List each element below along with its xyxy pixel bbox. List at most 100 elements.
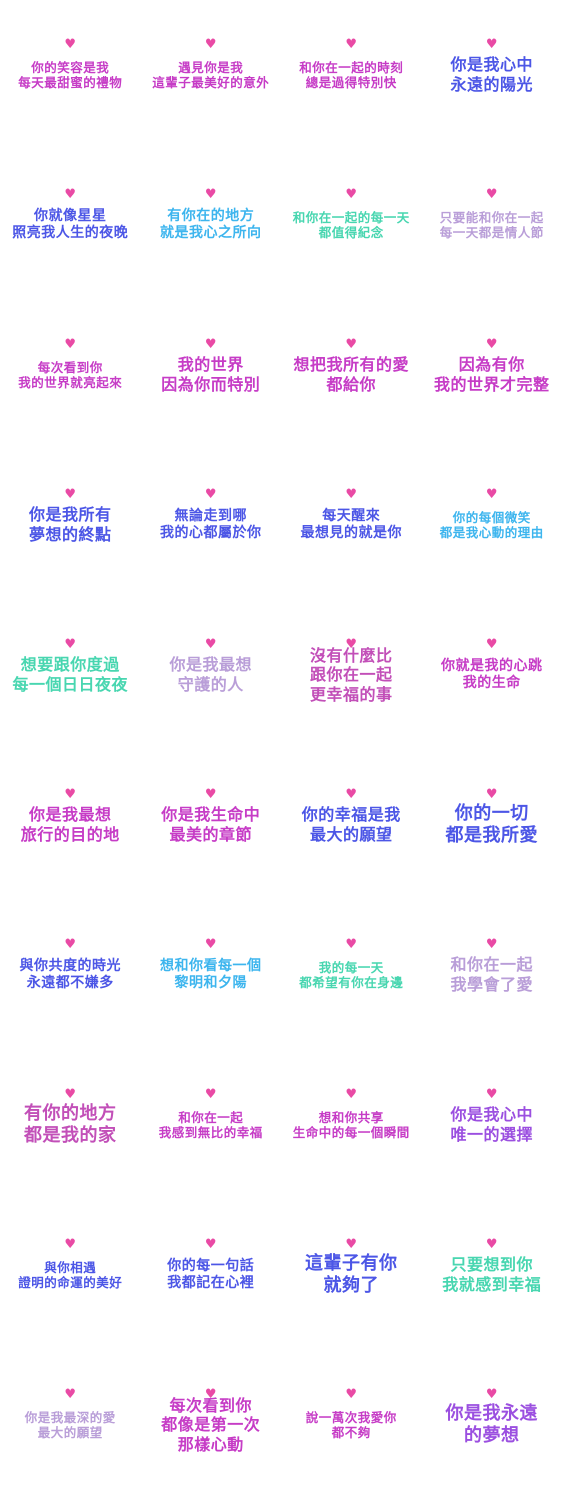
- heart-icon: ♥: [485, 37, 498, 52]
- sticker-tile[interactable]: ♥和你在一起我學會了愛: [422, 900, 562, 1050]
- heart-icon: ♥: [345, 487, 358, 502]
- sticker-text-line: 想和你共享: [318, 1109, 384, 1125]
- sticker-text-line: 夢想的終點: [28, 525, 112, 544]
- sticker-tile[interactable]: ♥每次看到你我的世界就亮起來: [0, 300, 141, 450]
- heart-icon: ♥: [485, 937, 498, 952]
- heart-icon: ♥: [485, 1087, 498, 1102]
- sticker-text-line: 只要想到你: [450, 1255, 533, 1275]
- sticker-tile[interactable]: ♥我的每一天都希望有你在身邊: [281, 900, 422, 1050]
- heart-icon: ♥: [485, 487, 498, 502]
- sticker-tile[interactable]: ♥有你的地方都是我的家: [0, 1050, 141, 1200]
- sticker-tile[interactable]: ♥想和你看每一個黎明和夕陽: [141, 900, 282, 1050]
- heart-icon: ♥: [485, 337, 498, 352]
- sticker-tile[interactable]: ♥你就是我的心跳我的生命: [422, 600, 562, 750]
- sticker-tile[interactable]: ♥ 因為有你我的世界才完整: [422, 300, 562, 450]
- sticker-text-line: 旅行的目的地: [20, 825, 120, 844]
- sticker-tile[interactable]: ♥想和你共享生命中的每一個瞬間: [281, 1050, 422, 1200]
- sticker-text-line: 都值得紀念: [318, 225, 384, 240]
- sticker-tile[interactable]: ♥想把我所有的愛都給你: [281, 300, 422, 450]
- sticker-text-line: 每天最甜蜜的禮物: [18, 75, 123, 90]
- heart-icon: ♥: [204, 1237, 217, 1252]
- sticker-text-line: 和你在一起: [178, 1109, 244, 1125]
- heart-icon: ♥: [485, 637, 498, 652]
- sticker-tile[interactable]: ♥你是我最深的愛最大的願望: [0, 1350, 141, 1500]
- sticker-tile[interactable]: ♥你是我心中唯一的選擇: [422, 1050, 562, 1200]
- sticker-tile[interactable]: ♥只要能和你在一起每一天都是情人節: [422, 150, 562, 300]
- sticker-text-line: 最大的願望: [309, 825, 393, 844]
- sticker-tile[interactable]: ♥你的每一句話我都記在心裡: [141, 1200, 282, 1350]
- sticker-text-line: 有你在的地方: [167, 207, 255, 224]
- sticker-tile[interactable]: ♥ 我的世界因為你而特別: [141, 300, 282, 450]
- sticker-text-line: 因為有你: [458, 355, 525, 375]
- sticker-tile[interactable]: ♥和你在一起的每一天都值得紀念: [281, 150, 422, 300]
- sticker-text-line: 照亮我人生的夜晚: [12, 225, 129, 241]
- sticker-text-line: 每一個日日夜夜: [12, 675, 128, 694]
- sticker-tile[interactable]: ♥ 你是我最想旅行的目的地: [0, 750, 141, 900]
- sticker-tile[interactable]: ♥只要想到你我就感到幸福: [422, 1200, 562, 1350]
- sticker-text-line: 這輩子最美好的意外: [152, 75, 270, 90]
- sticker-text-line: 我的世界才完整: [433, 375, 550, 394]
- heart-icon: ♥: [64, 787, 77, 802]
- sticker-text-line: 遇見你是我: [178, 59, 244, 75]
- sticker-text-line: 你是我所有: [28, 505, 112, 525]
- sticker-text-line: 我感到無比的幸福: [158, 1125, 263, 1140]
- sticker-text-line: 就是我心之所向: [160, 225, 262, 241]
- sticker-tile[interactable]: ♥你的每個微笑都是我心動的理由: [422, 450, 562, 600]
- heart-icon: ♥: [64, 37, 77, 52]
- heart-icon: ♥: [345, 937, 358, 952]
- sticker-tile[interactable]: ♥你的一切都是我所愛: [422, 750, 562, 900]
- heart-icon: ♥: [204, 187, 217, 202]
- heart-icon: ♥: [485, 787, 498, 802]
- sticker-text-line: 每一天都是情人節: [439, 225, 544, 240]
- sticker-tile[interactable]: ♥你是我所有夢想的終點: [0, 450, 141, 600]
- heart-icon: ♥: [345, 1237, 358, 1252]
- sticker-text-line: 我的世界: [177, 355, 244, 375]
- sticker-tile[interactable]: ♥這輩子有你就夠了: [281, 1200, 422, 1350]
- sticker-text-line: 與你共度的時光: [19, 957, 121, 974]
- sticker-text-line: 你就是我的心跳: [441, 657, 543, 674]
- sticker-tile[interactable]: ♥你就像星星照亮我人生的夜晚: [0, 150, 141, 300]
- sticker-text-line: 你的幸福是我: [301, 805, 401, 825]
- sticker-text-line: 只要能和你在一起: [439, 209, 544, 225]
- sticker-tile[interactable]: ♥與你相遇證明的命運的美好: [0, 1200, 141, 1350]
- sticker-text-line: 我都記在心裡: [167, 1275, 255, 1291]
- heart-icon: ♥: [345, 1087, 358, 1102]
- sticker-tile[interactable]: ♥想要跟你度過每一個日日夜夜: [0, 600, 141, 750]
- sticker-text-line: 最美的章節: [169, 825, 252, 844]
- sticker-tile[interactable]: ♥你是我永遠的夢想: [422, 1350, 562, 1500]
- sticker-text-line: 永遠都不嫌多: [26, 975, 114, 991]
- sticker-text-line: 守護的人: [177, 675, 244, 694]
- sticker-text-line: 因為你而特別: [161, 375, 261, 394]
- heart-icon: ♥: [345, 37, 358, 52]
- sticker-text-line: 你是我最想: [28, 805, 112, 825]
- sticker-tile[interactable]: ♥ 有你在的地方就是我心之所向: [141, 150, 282, 300]
- sticker-tile[interactable]: ♥你是我最想守護的人: [141, 600, 282, 750]
- sticker-tile[interactable]: ♥遇見你是我這輩子最美好的意外: [141, 0, 282, 150]
- sticker-tile[interactable]: ♥你是我生命中最美的章節: [141, 750, 282, 900]
- sticker-tile[interactable]: ♥說一萬次我愛你都不夠: [281, 1350, 422, 1500]
- sticker-tile[interactable]: ♥和你在一起我感到無比的幸福: [141, 1050, 282, 1200]
- sticker-text-line: 你就像星星: [34, 207, 107, 224]
- sticker-tile[interactable]: ♥你的幸福是我最大的願望: [281, 750, 422, 900]
- sticker-tile[interactable]: ♥無論走到哪我的心都屬於你: [141, 450, 282, 600]
- heart-icon: ♥: [64, 1387, 77, 1402]
- sticker-tile[interactable]: ♥你的笑容是我每天最甜蜜的禮物: [0, 0, 141, 150]
- sticker-tile[interactable]: ♥與你共度的時光永遠都不嫌多: [0, 900, 141, 1050]
- sticker-tile[interactable]: ♥你是我心中永遠的陽光: [422, 0, 562, 150]
- sticker-text-line: 無論走到哪: [174, 507, 247, 524]
- sticker-tile[interactable]: ♥每次看到你都像是第一次那樣心動: [141, 1350, 282, 1500]
- heart-icon: ♥: [204, 337, 217, 352]
- sticker-text-line: 你是我心中: [450, 1105, 533, 1125]
- sticker-text-line: 和你在一起的時刻: [299, 59, 404, 75]
- sticker-text-line: 永遠的陽光: [450, 75, 533, 94]
- sticker-tile[interactable]: ♥和你在一起的時刻總是過得特別快: [281, 0, 422, 150]
- sticker-text-line: 更幸福的事: [309, 684, 393, 704]
- sticker-text-line: 這輩子有你: [305, 1253, 398, 1275]
- heart-icon: ♥: [64, 637, 77, 652]
- sticker-tile[interactable]: ♥每天醒來最想見的就是你: [281, 450, 422, 600]
- heart-icon: ♥: [204, 787, 217, 802]
- sticker-text-line: 我的心都屬於你: [160, 525, 262, 541]
- heart-icon: ♥: [485, 1237, 498, 1252]
- sticker-tile[interactable]: ♥沒有什麼比跟你在一起更幸福的事: [281, 600, 422, 750]
